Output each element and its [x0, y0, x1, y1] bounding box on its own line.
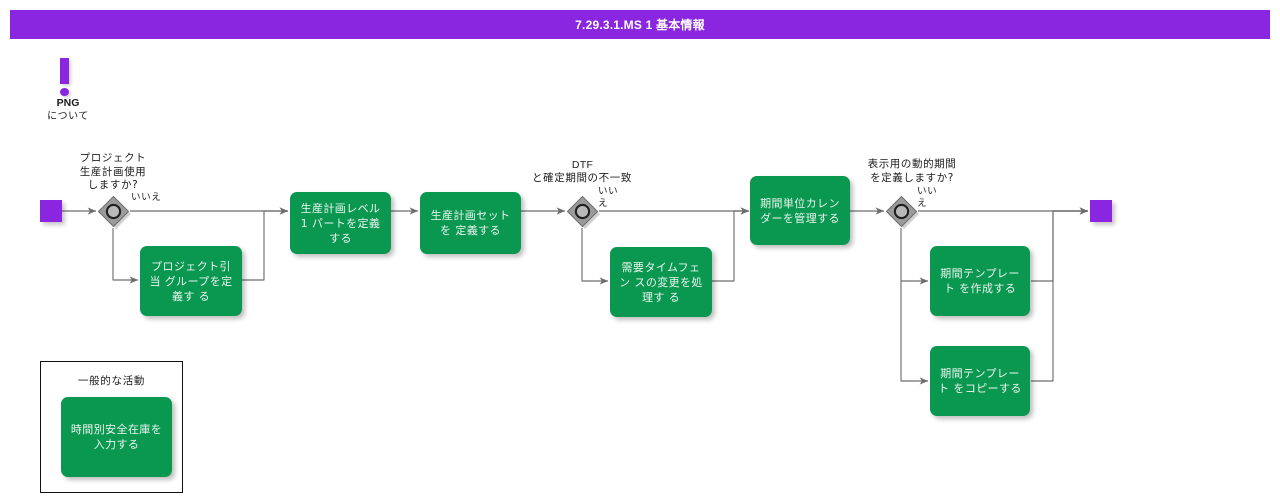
task-label: 生産計画セットを 定義する: [430, 209, 511, 237]
decision-3-caption: 表示用の動的期間 を定義しますか?: [867, 158, 957, 184]
task-manage-period-unit-calendar[interactable]: 期間単位カレン ダーを管理する: [750, 176, 850, 245]
task-define-project-allocation-group[interactable]: プロジェクト引当 グループを定義す る: [140, 246, 242, 316]
task-label: 期間テンプレート を作成する: [940, 267, 1020, 295]
task-define-production-plan-level1-part[interactable]: 生産計画レベル 1 パートを定義する: [290, 192, 391, 254]
task-process-demand-time-fence-change[interactable]: 需要タイムフェン スの変更を処理す る: [610, 247, 712, 317]
task-define-production-plan-set[interactable]: 生産計画セットを 定義する: [420, 192, 521, 254]
task-label: 生産計画レベル 1 パートを定義する: [300, 201, 381, 245]
header-bar: 7.29.3.1.MS 1 基本情報: [10, 10, 1270, 39]
decision-1-no-label: いいえ: [131, 192, 162, 203]
task-label: 期間単位カレン ダーを管理する: [760, 196, 840, 225]
end-terminator[interactable]: [1090, 200, 1112, 222]
task-label: 期間テンプレート をコピーする: [938, 367, 1022, 395]
task-copy-period-template[interactable]: 期間テンプレート をコピーする: [930, 346, 1030, 416]
decision-2-caption-line2: と確定期間の不一致: [532, 172, 632, 184]
exclamation-icon: [40, 58, 96, 96]
png-note: PNG について: [40, 58, 96, 123]
decision-1[interactable]: [96, 194, 131, 229]
exclamation-bar: [60, 58, 69, 84]
png-note-sublabel: について: [47, 111, 89, 122]
page-title: 7.29.3.1.MS 1 基本情報: [575, 18, 705, 32]
task-label: 需要タイムフェン スの変更を処理す る: [619, 260, 703, 304]
decision-2[interactable]: [565, 194, 600, 229]
start-terminator[interactable]: [40, 200, 62, 222]
decision-1-caption: プロジェクト 生産計画使用 しますか?: [79, 152, 147, 191]
task-create-period-template[interactable]: 期間テンプレート を作成する: [930, 246, 1030, 316]
decision-2-caption-line1: DTF: [571, 159, 594, 171]
decision-3-no-label: いい え: [917, 186, 938, 209]
legend-panel: 一般的な活動 時間別安全在庫を 入力する: [40, 361, 183, 493]
png-note-label: PNG: [56, 97, 80, 109]
task-label: プロジェクト引当 グループを定義す る: [149, 259, 233, 303]
legend-sample-task[interactable]: 時間別安全在庫を 入力する: [61, 397, 172, 477]
legend-title: 一般的な活動: [77, 375, 146, 387]
decision-2-no-label: いい え: [598, 186, 619, 209]
decision-3[interactable]: [884, 194, 919, 229]
legend-sample-task-label: 時間別安全在庫を 入力する: [70, 423, 163, 451]
exclamation-dot: [60, 88, 69, 96]
